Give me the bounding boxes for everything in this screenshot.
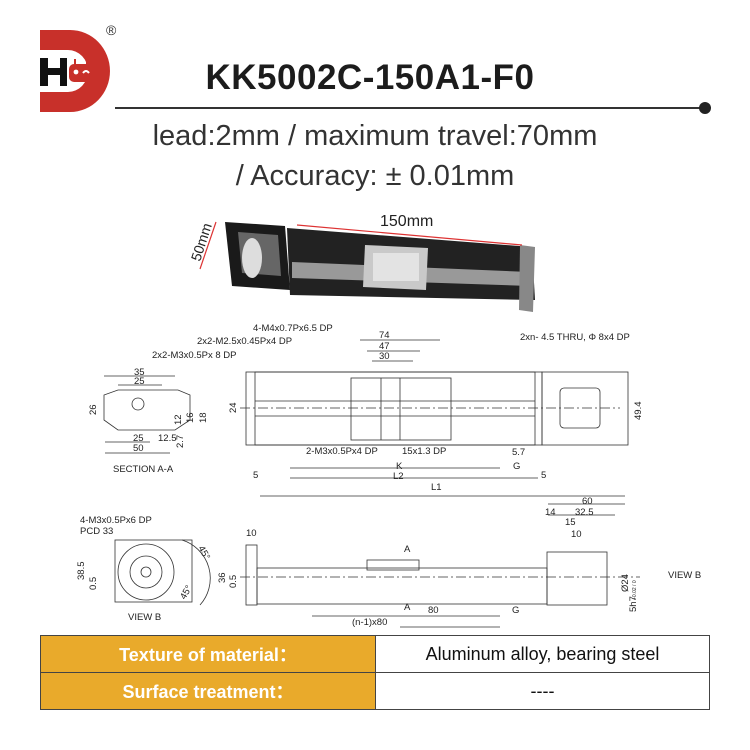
dim-12-5: 12.5 <box>158 433 177 444</box>
dim-35: 35 <box>134 367 145 378</box>
view-b-label: VIEW B <box>128 612 161 623</box>
callout-m3-8dp: 2x2-M3x0.5Px 8 DP <box>152 350 236 361</box>
dim-5h7: 5h7 <box>628 596 639 612</box>
dim-38-5: 38.5 <box>76 562 87 581</box>
section-label: SECTION A-A <box>113 464 174 475</box>
divider-dot <box>699 102 711 114</box>
dim-l2: L2 <box>393 471 404 482</box>
callout-pcd: PCD 33 <box>80 526 113 537</box>
dim-g: G <box>513 461 520 472</box>
section-mark-a-bottom: A <box>404 602 411 613</box>
dim-l1: L1 <box>431 482 442 493</box>
product-title: KK5002C-150A1-F0 <box>205 58 535 97</box>
table-row: Surface treatment： ---- <box>40 672 710 710</box>
dim-2-7: 2.7 <box>175 435 186 448</box>
spec-key: Texture of material： <box>40 635 376 673</box>
dim-10-right: 10 <box>571 529 582 540</box>
spec-table: Texture of material： Aluminum alloy, bea… <box>40 635 710 710</box>
dim-14: 14 <box>545 507 556 518</box>
spec-value: Aluminum alloy, bearing steel <box>375 635 710 673</box>
brand-logo <box>40 30 110 112</box>
dim-26: 26 <box>88 404 99 415</box>
dim-0-5-viewb: 0.5 <box>88 577 99 590</box>
callout-m2-5: 2x2-M2.5x0.45Px4 DP <box>197 336 292 347</box>
actuator-illustration <box>225 222 535 312</box>
dim-32-5: 32.5 <box>575 507 594 518</box>
callout-m4: 4-M4x0.7Px6.5 DP <box>253 323 333 334</box>
dim-5-right: 5 <box>541 470 546 481</box>
title-divider <box>115 107 705 109</box>
spec-value: ---- <box>375 672 710 710</box>
dim-24: 24 <box>228 402 239 413</box>
view-b-arrow-label: VIEW B <box>668 570 701 581</box>
dim-diameter-24: Ø24 <box>620 574 631 592</box>
section-mark-a-top: A <box>404 544 411 555</box>
dim-12: 12 <box>173 414 184 425</box>
dim-tolerance: +0.02 / 0 <box>632 580 638 600</box>
dim-16: 16 <box>185 412 196 423</box>
angle-45-top: 45° <box>195 544 212 562</box>
dim-k: K <box>396 461 403 472</box>
dim-n-80: (n-1)x80 <box>352 617 387 628</box>
dim-47: 47 <box>379 341 390 352</box>
dim-80: 80 <box>428 605 439 616</box>
subtitle-line-1: lead:2mm / maximum travel:70mm <box>152 120 598 152</box>
dim-5-left: 5 <box>253 470 258 481</box>
length-label: 150mm <box>380 213 433 230</box>
drawing-lines <box>103 339 640 628</box>
dim-36: 36 <box>217 572 228 583</box>
spec-key: Surface treatment： <box>40 672 376 710</box>
table-row: Texture of material： Aluminum alloy, bea… <box>40 635 710 673</box>
callout-thru: 2xn- 4.5 THRU, Φ 8x4 DP <box>520 332 630 343</box>
callout-view-b-holes: 4-M3x0.5Px6 DP <box>80 515 152 526</box>
technical-drawing: 2x2-M3x0.5Px 8 DP 2x2-M2.5x0.45Px4 DP 4-… <box>76 323 701 628</box>
registered-mark: ® <box>106 22 117 38</box>
dim-18: 18 <box>198 412 209 423</box>
dim-30: 30 <box>379 351 390 362</box>
dim-5-7: 5.7 <box>512 447 525 458</box>
dim-74: 74 <box>379 330 390 341</box>
dim-60: 60 <box>582 496 593 507</box>
dim-15: 15 <box>565 517 576 528</box>
subtitle-line-2: / Accuracy: ± 0.01mm <box>235 160 515 192</box>
callout-15x1-3: 15x1.3 DP <box>402 446 446 457</box>
product-photo: 150mm 50mm <box>188 213 535 312</box>
dim-0-5-side: 0.5 <box>228 575 239 588</box>
dim-25-bottom: 25 <box>133 433 144 444</box>
dim-49-4: 49.4 <box>633 402 644 421</box>
dim-25-top: 25 <box>134 376 145 387</box>
dim-10-left: 10 <box>246 528 257 539</box>
dim-50: 50 <box>133 443 144 454</box>
callout-m3-4dp: 2-M3x0.5Px4 DP <box>306 446 378 457</box>
dim-g-side: G <box>512 605 519 616</box>
